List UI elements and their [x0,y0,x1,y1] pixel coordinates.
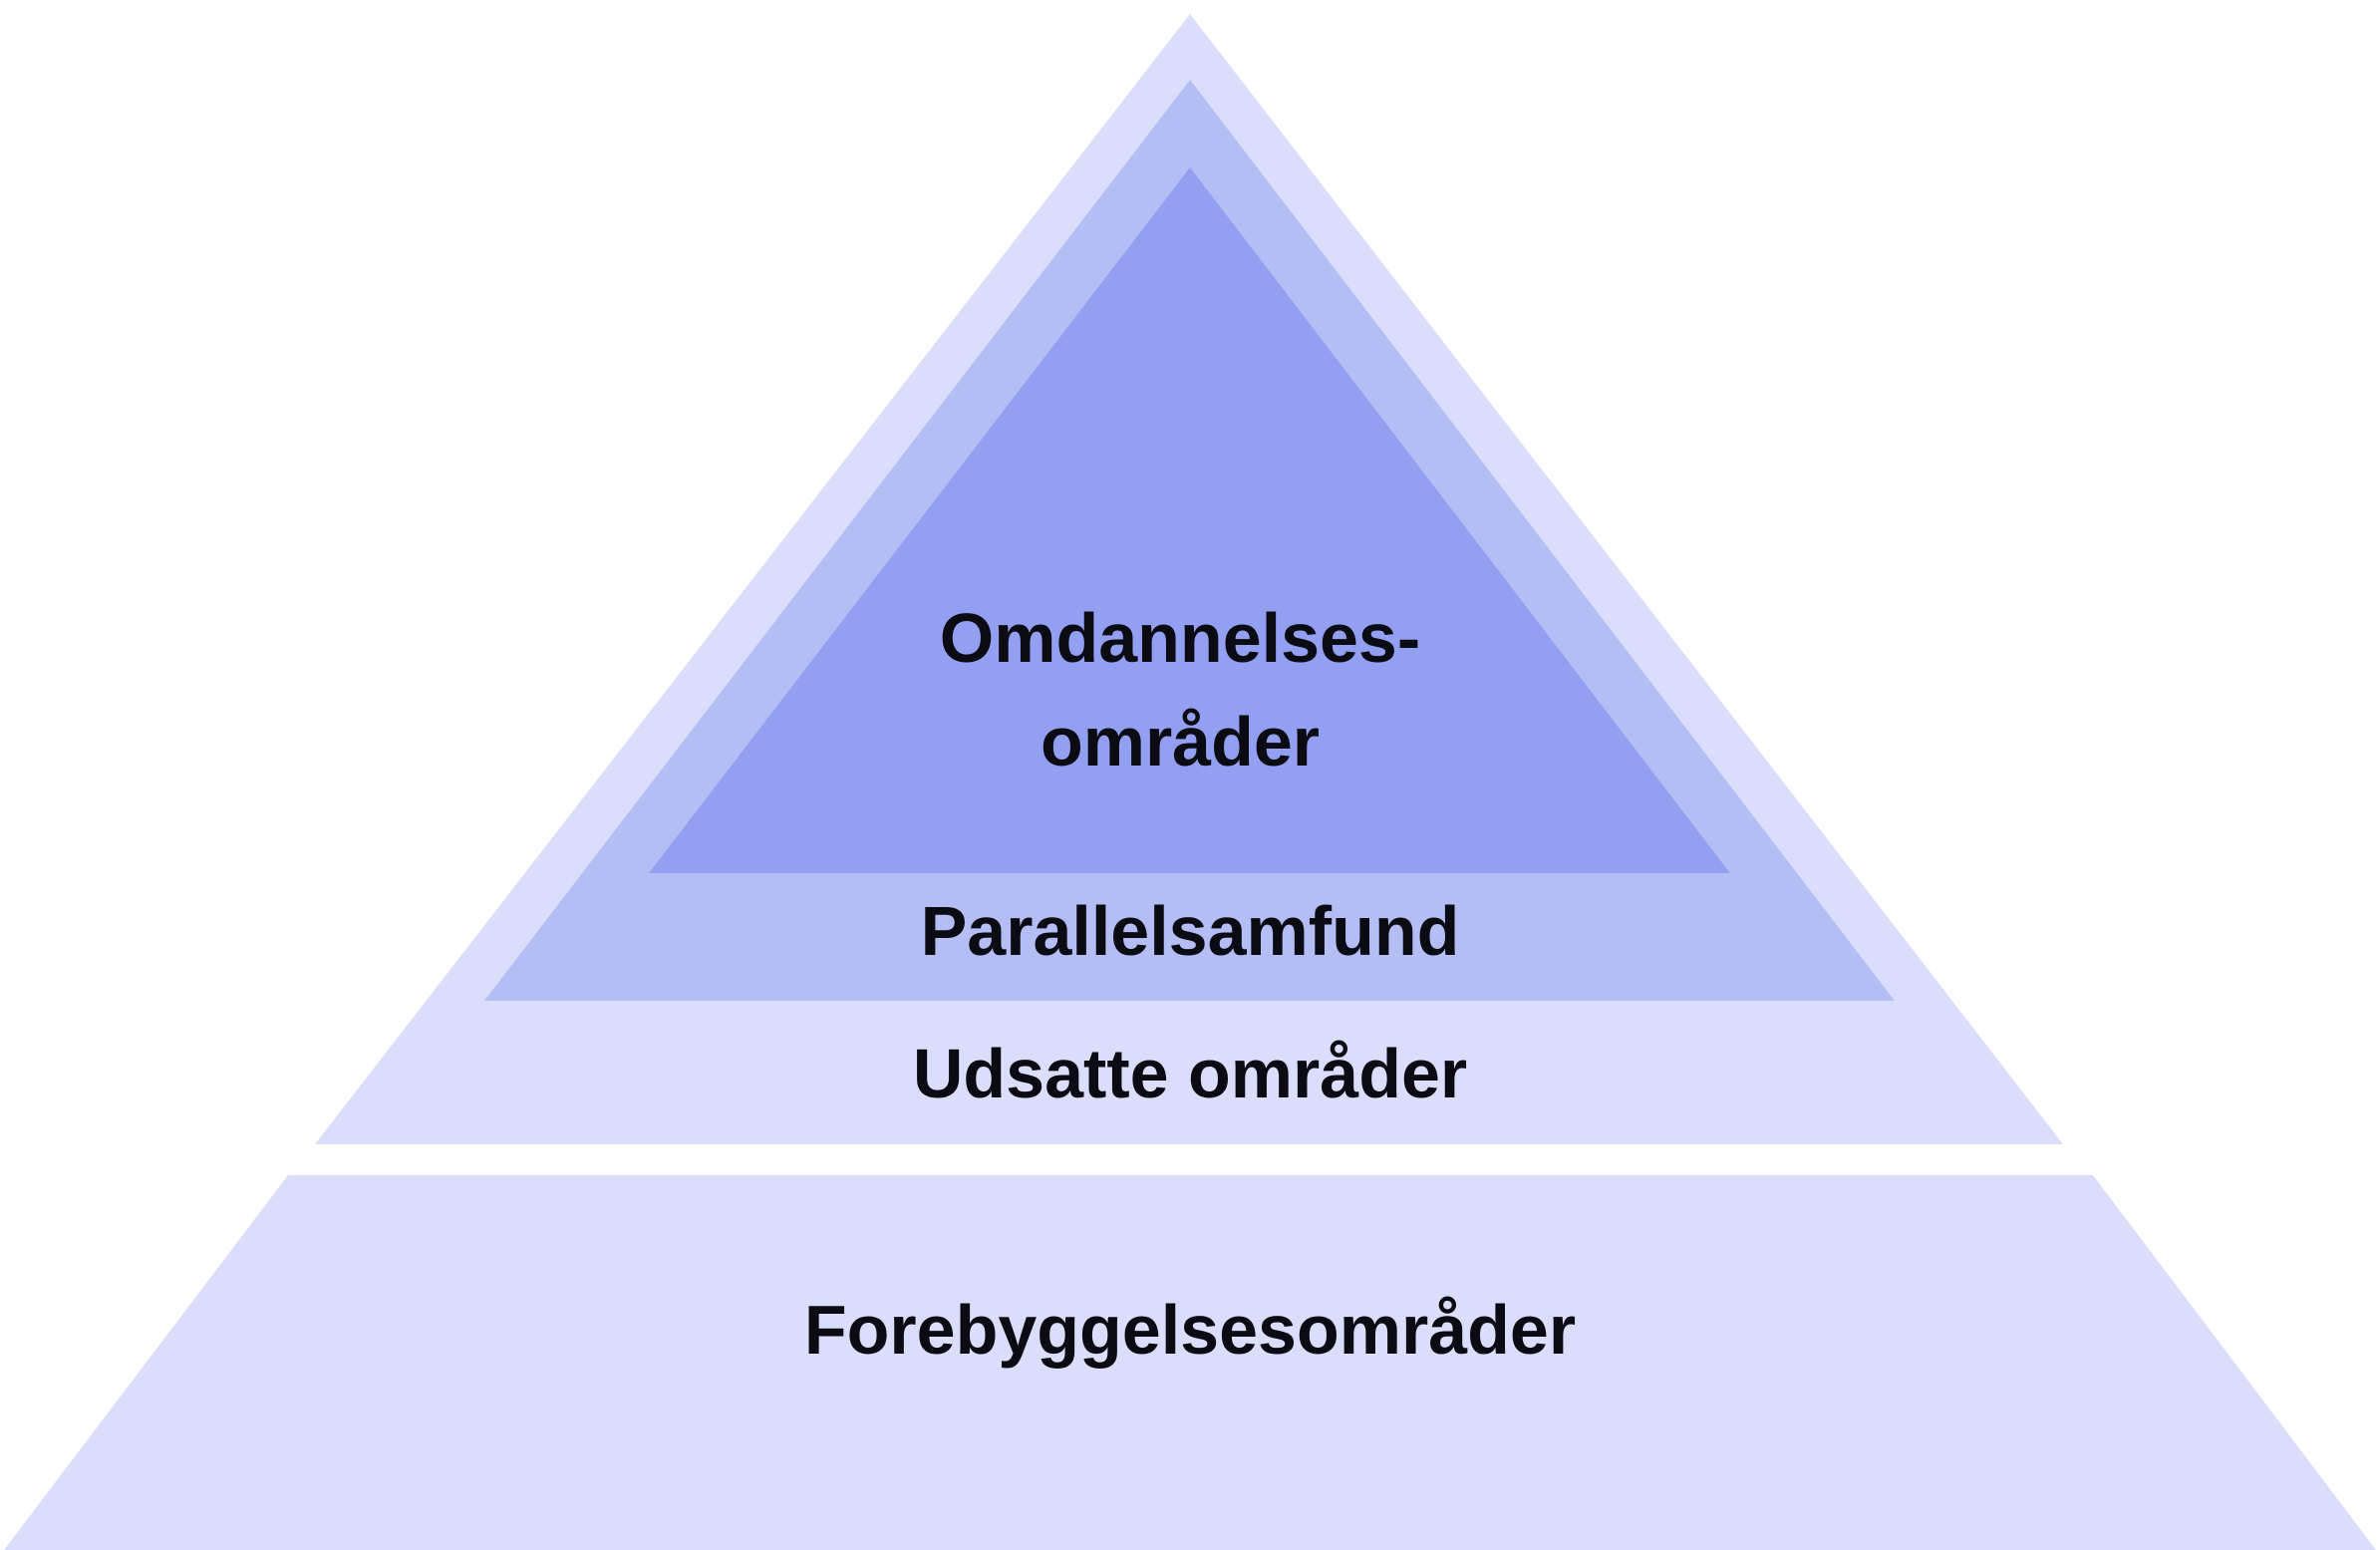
inner-layer-label-line2: områder [1041,703,1320,780]
inner-layer-omdannelsesomraader [649,167,1730,873]
base-layer-forebyggelsesomraader [4,1175,2376,1550]
middle-layer-label: Parallelsamfund [921,892,1460,970]
outer-layer-label: Udsatte områder [913,1035,1467,1112]
inner-layer-label-line1: Omdannelses- [940,599,1420,677]
base-layer-label: Forebyggelsesområder [804,1291,1576,1369]
